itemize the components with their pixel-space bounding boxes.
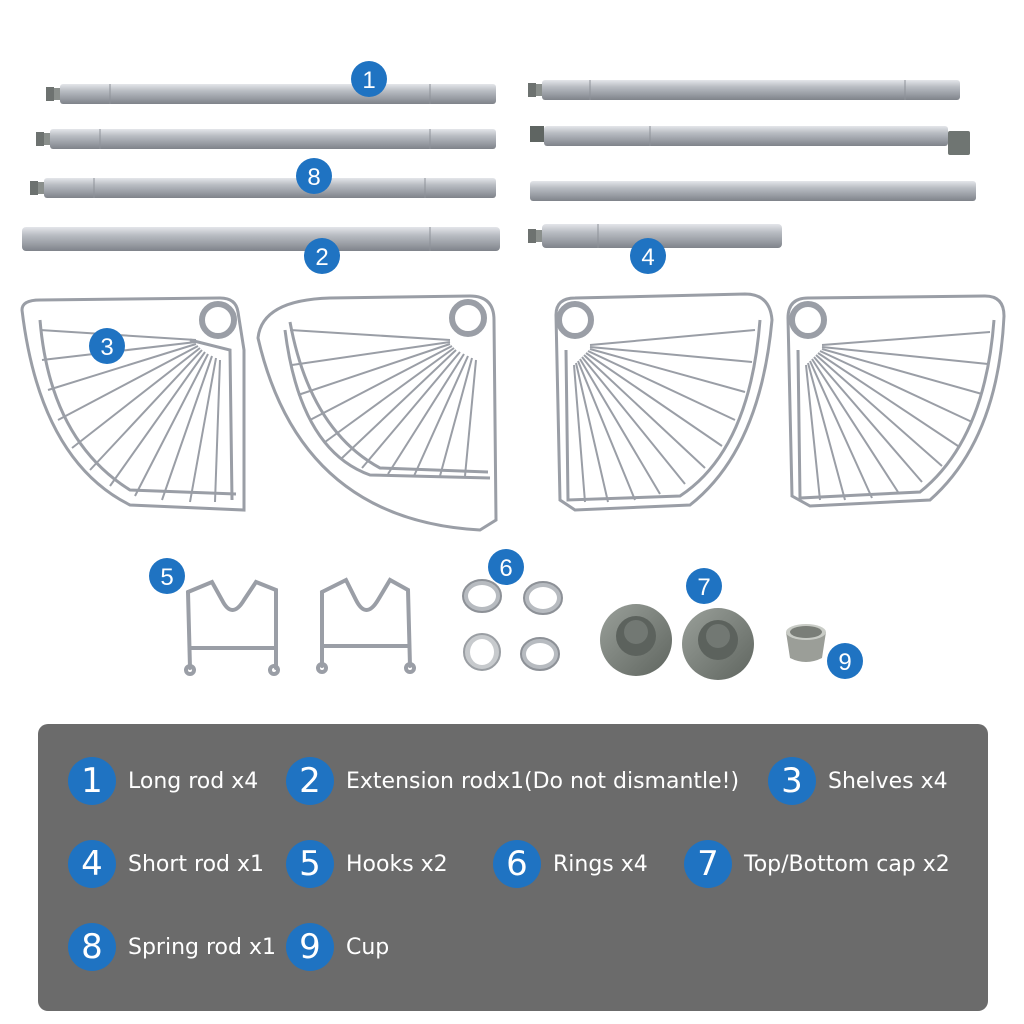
- ring: [462, 579, 502, 613]
- legend-label: Shelves x4: [828, 768, 948, 794]
- legend-item-4: 4 Short rod x1: [68, 840, 264, 888]
- legend-item-2: 2 Extension rodx1(Do not dismantle!): [286, 757, 739, 805]
- callout-badge-8: 8: [296, 158, 332, 194]
- svg-text:5: 5: [160, 564, 173, 591]
- legend-badge: 8: [68, 923, 116, 971]
- short-rod: [528, 224, 782, 248]
- long-rod: [530, 181, 976, 201]
- ring: [463, 633, 501, 671]
- legend-label: Extension rodx1(Do not dismantle!): [346, 768, 740, 794]
- legend-label: Spring rod x1: [128, 934, 276, 960]
- legend-item-1: 1 Long rod x4: [68, 757, 258, 805]
- spring-rod: [30, 178, 496, 198]
- long-rod: [528, 80, 960, 100]
- long-rod: [530, 126, 970, 155]
- svg-text:2: 2: [315, 244, 328, 271]
- legend-badge: 5: [286, 840, 334, 888]
- legend-badge: 2: [286, 757, 334, 805]
- legend-badge: 6: [493, 840, 541, 888]
- callout-badge-5: 5: [149, 558, 185, 594]
- legend-badge: 4: [68, 840, 116, 888]
- legend-badge: 1: [68, 757, 116, 805]
- legend-label: Cup: [346, 934, 390, 960]
- callout-badge-4: 4: [630, 238, 666, 274]
- legend-badge: 9: [286, 923, 334, 971]
- shelf: [20, 296, 246, 512]
- legend-badge: 7: [684, 840, 732, 888]
- ring: [523, 581, 563, 615]
- legend-label: Hooks x2: [346, 851, 448, 877]
- legend-item-5: 5 Hooks x2: [286, 840, 448, 888]
- ring: [520, 637, 560, 671]
- shelf: [786, 294, 1006, 508]
- svg-text:9: 9: [838, 649, 851, 676]
- svg-text:4: 4: [641, 244, 654, 271]
- hook: [316, 577, 416, 674]
- cap: [600, 604, 672, 676]
- svg-text:1: 1: [362, 67, 375, 94]
- callout-badge-1: 1: [351, 61, 387, 97]
- svg-text:3: 3: [100, 334, 113, 361]
- legend-label: Top/Bottom cap x2: [744, 851, 950, 877]
- legend-label: Rings x4: [553, 851, 648, 877]
- legend-label: Long rod x4: [128, 768, 259, 794]
- legend-badge: 3: [768, 757, 816, 805]
- callout-badge-6: 6: [488, 549, 524, 585]
- svg-text:6: 6: [499, 555, 512, 582]
- legend-label: Short rod x1: [128, 851, 265, 877]
- parts-illustration: 1 8 2 4 3 5 6 7 9: [20, 61, 1006, 680]
- callout-badge-9: 9: [827, 643, 863, 679]
- legend-item-9: 9 Cup: [286, 923, 389, 971]
- legend-item-8: 8 Spring rod x1: [68, 923, 276, 971]
- legend-item-3: 3 Shelves x4: [768, 757, 948, 805]
- hook: [184, 579, 280, 676]
- cap: [682, 608, 754, 680]
- shelf: [554, 292, 774, 512]
- long-rod: [46, 84, 496, 104]
- legend-item-7: 7 Top/Bottom cap x2: [684, 840, 950, 888]
- parts-legend-panel: 1 Long rod x4 2 Extension rodx1(Do not d…: [38, 724, 988, 1011]
- extension-rod: [22, 227, 500, 251]
- callout-badge-2: 2: [304, 238, 340, 274]
- svg-text:7: 7: [697, 574, 710, 601]
- callout-badge-3: 3: [89, 328, 125, 364]
- long-rod: [36, 129, 496, 149]
- cup: [786, 624, 826, 662]
- shelf: [256, 294, 498, 532]
- legend-item-6: 6 Rings x4: [493, 840, 648, 888]
- svg-text:8: 8: [307, 164, 320, 191]
- callout-badge-7: 7: [686, 568, 722, 604]
